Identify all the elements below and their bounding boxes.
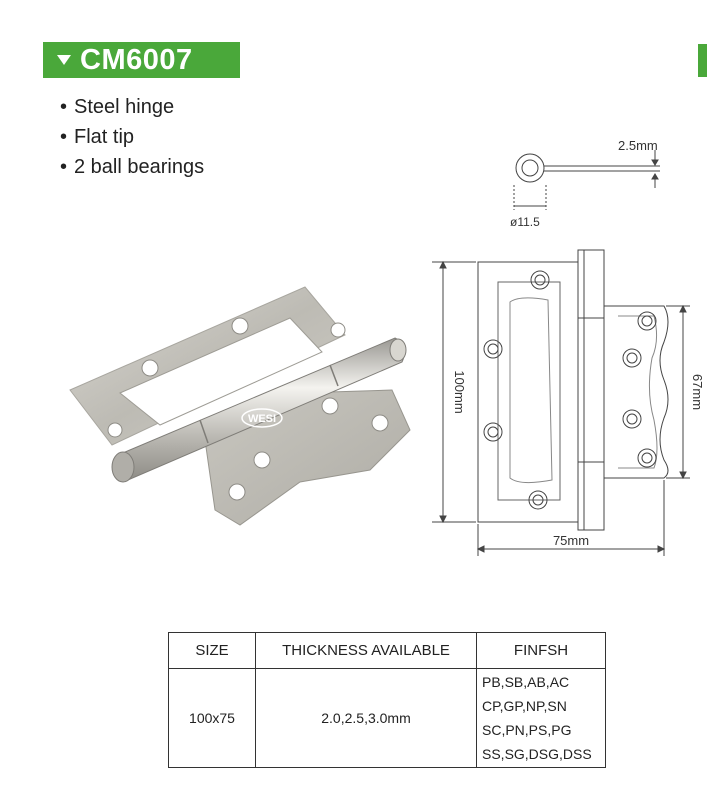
height-label: 100mm bbox=[452, 370, 467, 413]
knuckle-profile-drawing bbox=[513, 150, 660, 210]
cell-size: 100x75 bbox=[168, 668, 256, 768]
column-header-finish: FINFSH bbox=[476, 632, 606, 669]
finish-line: PB,SB,AB,AC bbox=[482, 674, 570, 690]
cell-thickness: 2.0,2.5,3.0mm bbox=[255, 668, 477, 768]
brand-logo-icon bbox=[241, 408, 283, 428]
product-title-bar: CM6007 bbox=[43, 42, 240, 78]
hinge-front-drawing bbox=[432, 249, 690, 556]
spec-table: SIZE THICKNESS AVAILABLE FINFSH 100x75 2… bbox=[168, 632, 606, 768]
brand-logo-text: WESI bbox=[248, 413, 276, 425]
column-header-size: SIZE bbox=[168, 632, 256, 669]
table-header-row: SIZE THICKNESS AVAILABLE FINFSH bbox=[168, 632, 606, 669]
product-code: CM6007 bbox=[80, 43, 193, 76]
hinge-illustration: WESI 2.5mm ø11.5 bbox=[69, 138, 705, 556]
feature-item: •Flat tip bbox=[60, 126, 135, 148]
feature-list: •Steel hinge •Flat tip •2 ball bearings bbox=[60, 92, 204, 182]
cell-finish: PB,SB,AB,AC CP,GP,NP,SN SC,PN,PS,PG SS,S… bbox=[476, 668, 606, 768]
finish-line: SS,SG,DSG,DSS bbox=[482, 746, 592, 762]
column-header-thickness: THICKNESS AVAILABLE bbox=[255, 632, 477, 669]
table-row: 100x75 2.0,2.5,3.0mm PB,SB,AB,AC CP,GP,N… bbox=[168, 668, 606, 768]
feature-item: •Steel hinge bbox=[60, 96, 175, 118]
diameter-label: ø11.5 bbox=[510, 215, 540, 229]
leaf-height-label: 67mm bbox=[690, 374, 705, 410]
next-section-bar bbox=[698, 44, 707, 77]
width-label: 75mm bbox=[553, 533, 589, 548]
finish-line: SC,PN,PS,PG bbox=[482, 722, 572, 738]
hinge-photo: WESI bbox=[69, 286, 411, 526]
thickness-label: 2.5mm bbox=[618, 138, 658, 153]
feature-item: •2 ball bearings bbox=[60, 156, 205, 178]
triangle-down-icon bbox=[57, 55, 71, 65]
finish-line: CP,GP,NP,SN bbox=[482, 698, 567, 714]
